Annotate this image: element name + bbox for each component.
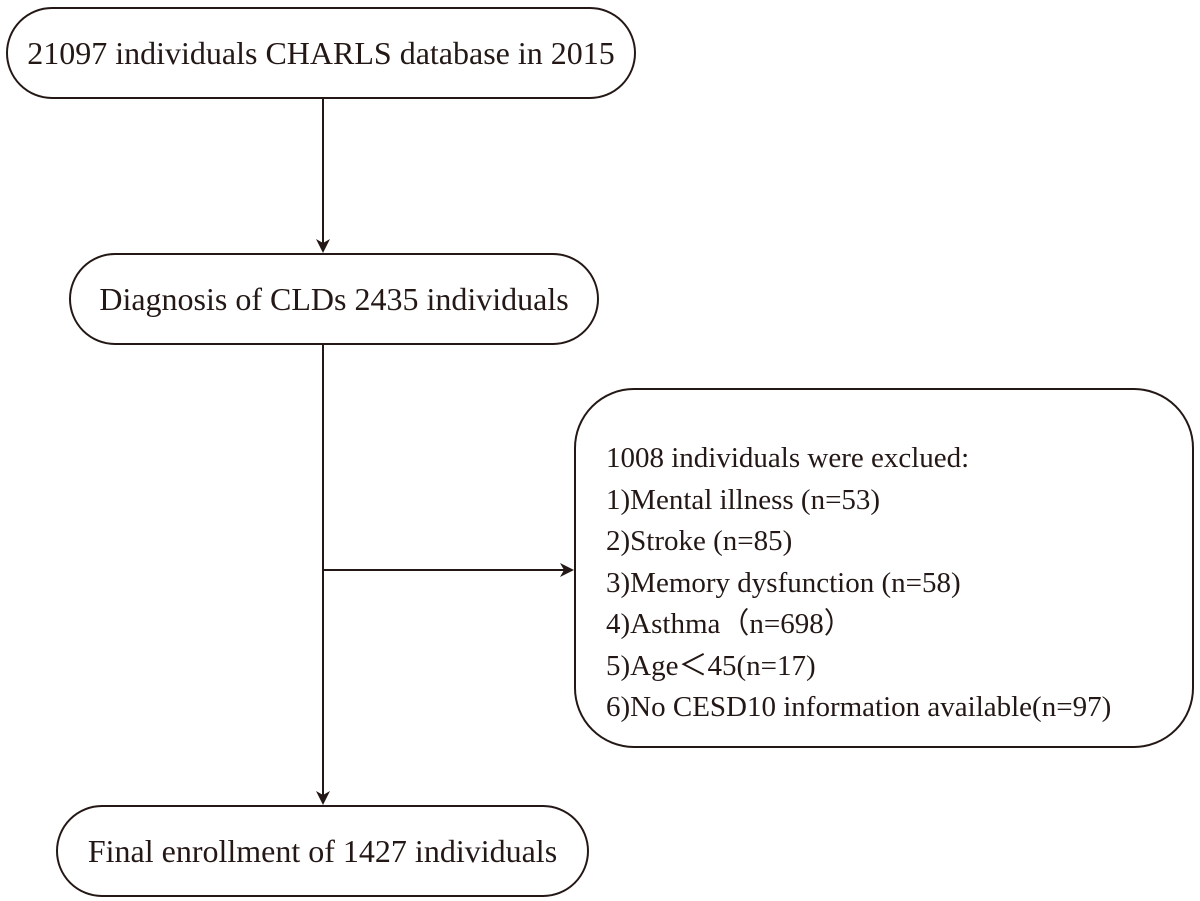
exclusion-item: 5)Age＜45(n=17)	[606, 649, 816, 682]
final-node-label: Final enrollment of 1427 individuals	[87, 832, 558, 869]
exclusion-item: 6)No CESD10 information available(n=97)	[606, 691, 1112, 723]
exclusion-item: 2)Stroke (n=85)	[606, 525, 793, 557]
diagnosis-node: Diagnosis of CLDs 2435 individuals	[69, 253, 599, 345]
final-node: Final enrollment of 1427 individuals	[56, 805, 589, 897]
exclusion-item: 4)Asthma（n=698）	[606, 608, 853, 640]
exclusion-item: 1)Mental illness (n=53)	[606, 483, 881, 516]
exclusion-item: 3)Memory dysfunction (n=58)	[606, 566, 961, 599]
diagnosis-node-label: Diagnosis of CLDs 2435 individuals	[99, 280, 569, 317]
exclusion-list: 1008 individuals were exclued: 1)Mental …	[606, 438, 1111, 729]
start-node-label: 21097 individuals CHARLS database in 201…	[27, 34, 615, 71]
exclusion-node: 1008 individuals were exclued: 1)Mental …	[574, 388, 1194, 748]
start-node: 21097 individuals CHARLS database in 201…	[6, 7, 636, 99]
exclusion-title: 1008 individuals were exclued:	[606, 442, 970, 474]
